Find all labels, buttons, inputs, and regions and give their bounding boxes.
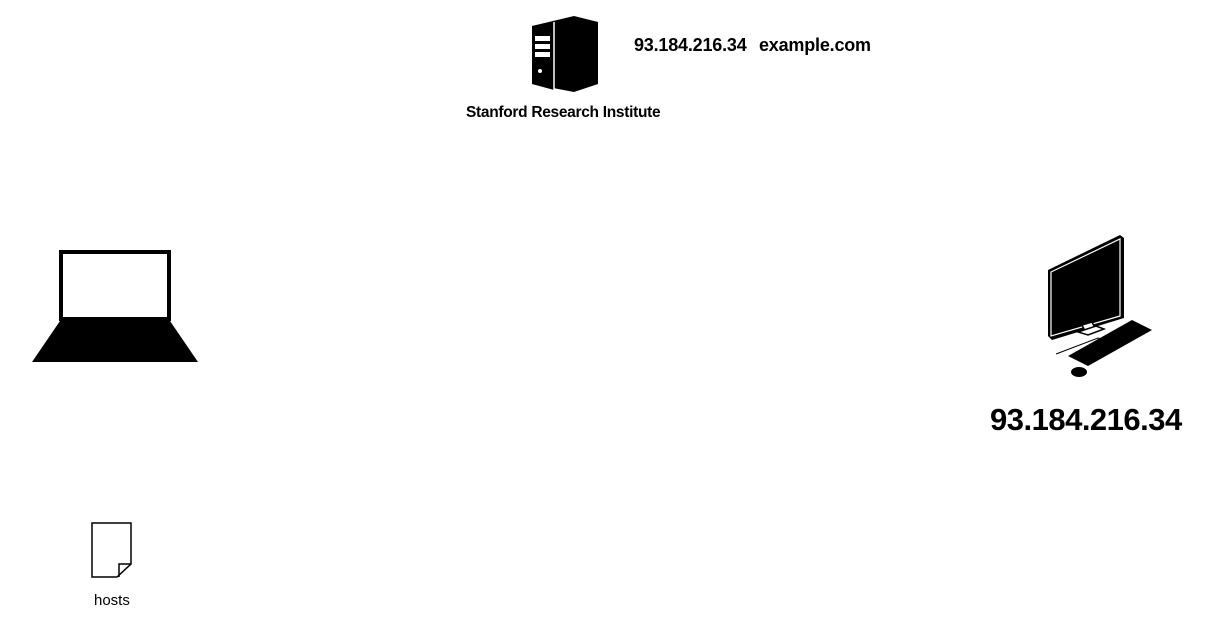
desktop-ip-label: 93.184.216.34	[990, 402, 1182, 437]
server-tower-icon	[528, 14, 602, 92]
server-ip-label: 93.184.216.34	[634, 35, 747, 55]
hosts-file-label: hosts	[94, 592, 130, 609]
server-name-label: Stanford Research Institute	[466, 104, 661, 121]
desktop-computer-icon	[1040, 232, 1156, 382]
document-file-icon	[90, 521, 134, 579]
server-domain-label: example.com	[759, 35, 871, 55]
laptop-icon	[30, 248, 200, 366]
